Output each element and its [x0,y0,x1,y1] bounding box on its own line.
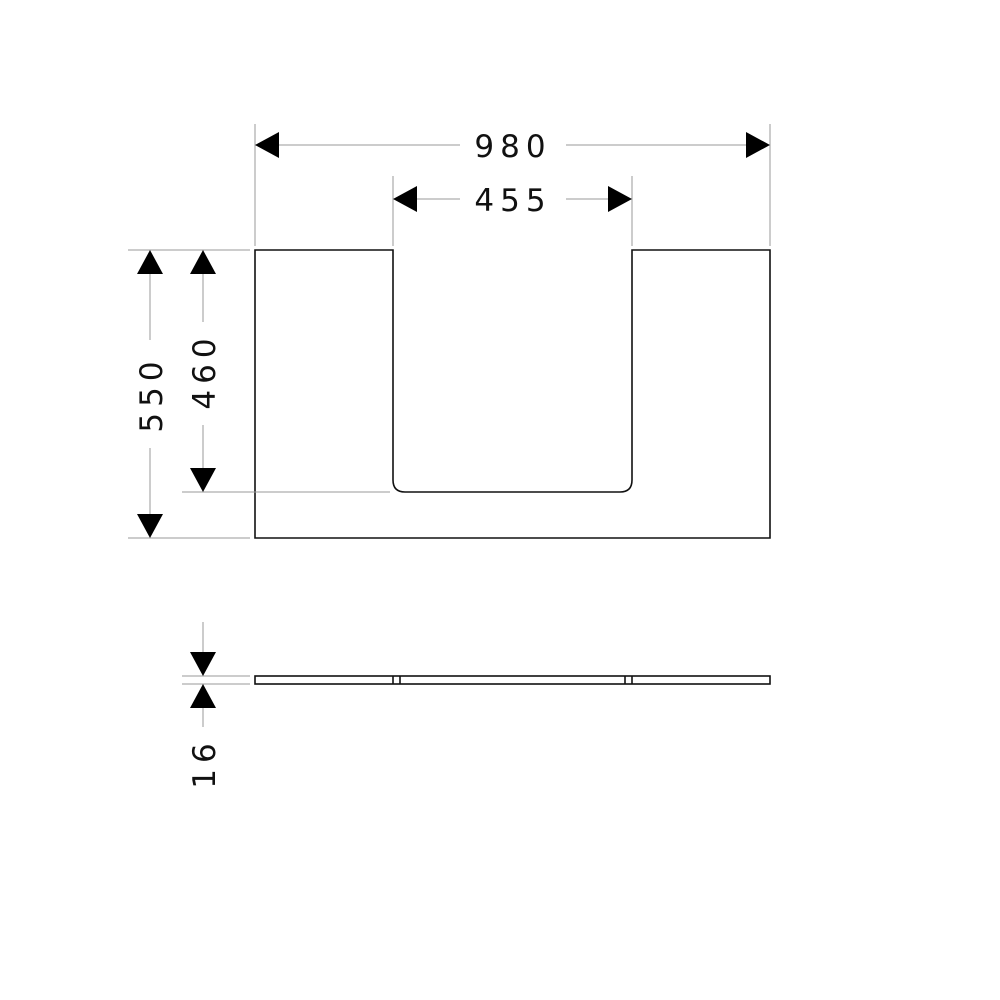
arrow-down [190,652,216,676]
arrow-up [137,250,163,274]
label-cutout-depth: 460 [187,332,223,409]
plan-view-outline [254,249,771,539]
dimension-cutout-depth: 460 [182,250,390,493]
dimension-overall-width: 980 [254,124,771,246]
dimension-thickness: 16 [182,622,250,789]
arrow-up [190,250,216,274]
label-overall-width: 980 [474,129,551,165]
arrow-up [190,684,216,708]
label-cutout-width: 455 [474,183,551,219]
arrow-down [137,514,163,538]
dimension-cutout-width: 455 [392,176,633,246]
label-overall-depth: 550 [134,355,170,432]
arrow-down [190,468,216,492]
arrow-right [608,186,632,212]
side-view-outline [254,675,771,685]
arrow-left [255,132,279,158]
arrow-left [393,186,417,212]
label-thickness: 16 [187,737,223,788]
arrow-right [746,132,770,158]
dimension-overall-depth: 550 [128,249,250,539]
